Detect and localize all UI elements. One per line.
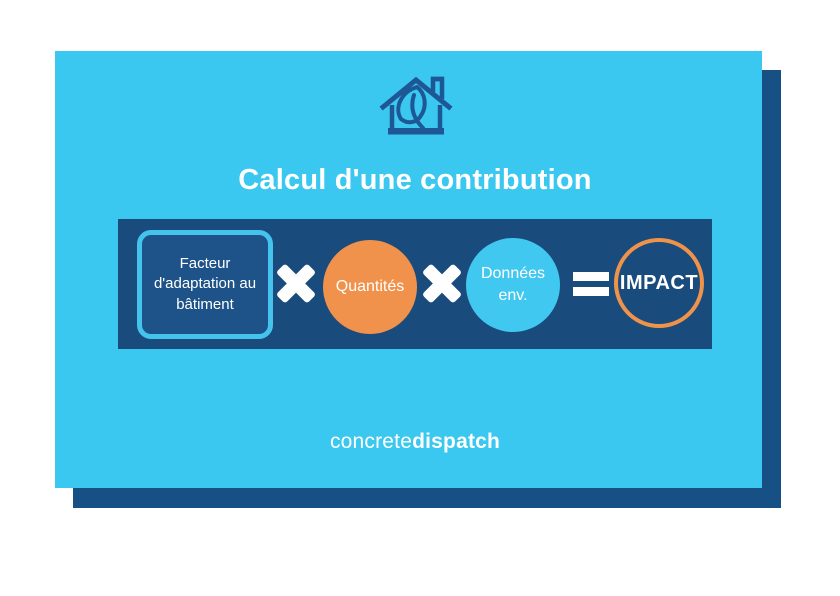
equals-bar-top	[573, 272, 609, 281]
building-adaptation-factor-box: Facteur d'adaptation au bâtiment	[137, 230, 273, 339]
impact-circle: IMPACT	[614, 238, 704, 328]
multiply-icon	[422, 264, 462, 304]
equals-icon	[573, 272, 609, 296]
building-adaptation-factor-label: Facteur d'adaptation au bâtiment	[153, 255, 257, 313]
multiply-icon	[276, 264, 316, 304]
formula-band: Facteur d'adaptation au bâtiment Quantit…	[118, 219, 712, 349]
quantities-label: Quantités	[335, 278, 405, 295]
environmental-data-label: Données env.	[480, 264, 546, 304]
equals-bar-bottom	[573, 287, 609, 296]
impact-label: IMPACT	[619, 271, 699, 294]
brand-logo: concretedispatch	[118, 430, 712, 454]
environmental-data-circle: Données env.	[466, 238, 560, 332]
infographic-card: Calcul d'une contribution Facteur d'adap…	[55, 51, 762, 488]
brand-name-regular: concrete	[329, 430, 413, 453]
brand-name-bold: dispatch	[412, 430, 501, 453]
quantities-circle: Quantités	[323, 240, 417, 334]
house-leaf-icon	[378, 71, 454, 143]
page-title: Calcul d'une contribution	[238, 164, 592, 196]
